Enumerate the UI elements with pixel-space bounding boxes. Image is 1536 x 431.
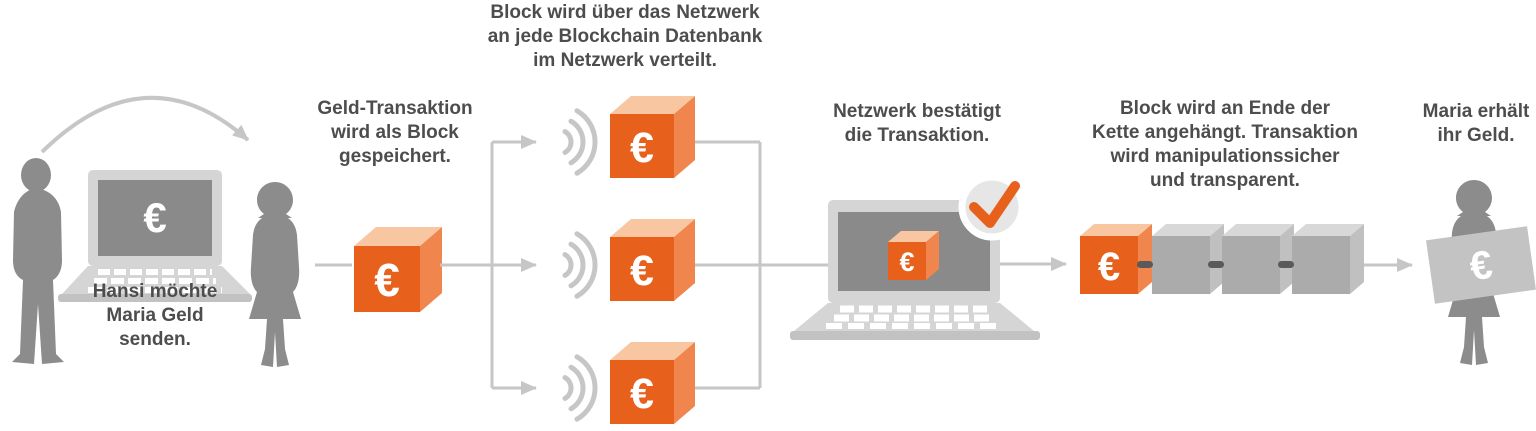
chain-block-gray <box>1222 224 1294 294</box>
signal-waves-icon <box>562 231 598 299</box>
euro-block-appended: € <box>1080 224 1152 294</box>
euro-symbol: € <box>899 247 914 277</box>
caption-distribute: Block wird über das Netzwerk an jede Blo… <box>487 2 763 71</box>
chain-block-gray <box>1292 224 1364 294</box>
chain-link-icon <box>1208 261 1224 268</box>
euro-symbol: € <box>1098 245 1120 289</box>
caption-send: Hansi möchte Maria Geld senden. <box>92 281 218 350</box>
chain-link-icon <box>1278 261 1294 268</box>
caption-store: Geld-Transaktion wird als Block gespeich… <box>317 98 473 167</box>
signal-waves-icon <box>562 108 598 176</box>
signal-waves-icon <box>562 354 598 422</box>
woman-silhouette <box>249 182 301 367</box>
euro-block-network-3: € <box>610 342 695 424</box>
chain-link-icon <box>1137 261 1153 268</box>
fan-out-lines <box>440 135 537 395</box>
euro-symbol: € <box>630 124 654 172</box>
approval-badge <box>958 173 1026 241</box>
man-silhouette <box>12 158 64 364</box>
chain-block-gray <box>1152 224 1224 294</box>
transfer-arc-arrow <box>40 95 250 154</box>
euro-block-network-1: € <box>610 96 695 178</box>
laptop-screen <box>98 180 212 256</box>
network-laptop-icon: € <box>790 173 1040 340</box>
euro-symbol: € <box>630 247 654 295</box>
caption-confirm: Netzwerk bestätigt die Transaktion. <box>833 101 1001 146</box>
caption-append: Block wird an Ende der Kette angehängt. … <box>1091 98 1359 191</box>
euro-block-network-2: € <box>610 219 695 301</box>
euro-block-on-screen: € <box>888 231 939 280</box>
euro-symbol: € <box>630 370 654 418</box>
euro-symbol: € <box>143 194 166 241</box>
caption-receive: Maria erhält ihr Geld. <box>1422 101 1530 146</box>
euro-symbol: € <box>374 254 400 306</box>
banknote-icon: € <box>1426 226 1536 304</box>
euro-block-stored: € <box>354 227 442 312</box>
blockchain-chain: € <box>1080 224 1364 294</box>
sender-laptop-icon: € <box>58 170 252 302</box>
fan-in-lines <box>695 140 830 390</box>
checkmark-icon <box>969 181 1020 228</box>
